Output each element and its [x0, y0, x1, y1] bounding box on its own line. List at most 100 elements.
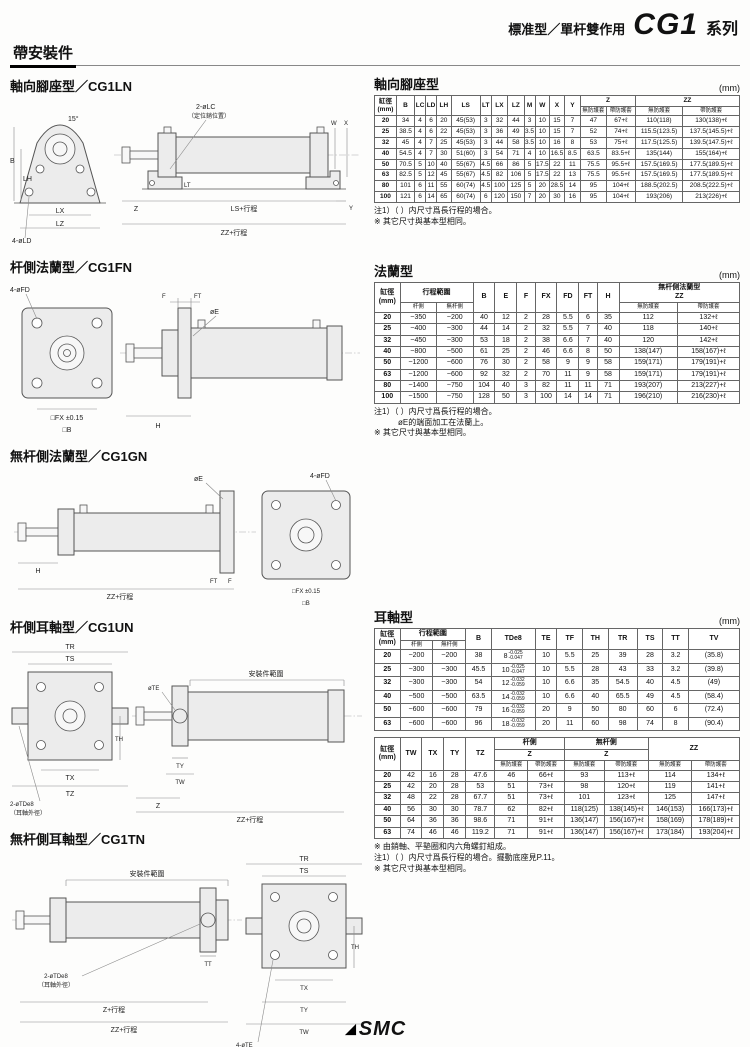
value-cell: 33	[636, 662, 664, 678]
value-cell: 64	[399, 815, 423, 828]
table-title: 法蘭型	[374, 264, 414, 280]
value-cell: 125	[507, 180, 525, 192]
col-header: TV	[687, 628, 741, 651]
col-header: TY	[443, 737, 467, 771]
dim-label: TZ	[66, 791, 75, 798]
col-header-with-cover: 帶防護套	[682, 105, 740, 117]
col-header: LZ	[507, 94, 525, 117]
section-title: 杆側法蘭型／CG1FN	[10, 260, 133, 275]
section-cg1fn: 杆側法蘭型／CG1FN 4-øFD □FX ±0.15 □B	[10, 257, 364, 436]
dim-label: TW	[299, 1030, 309, 1036]
value-cell: 4.5	[479, 169, 492, 182]
value-cell: 63.5	[580, 147, 607, 160]
value-cell: 156(167)+ℓ	[603, 826, 649, 839]
bore-size-cell: 20	[374, 115, 397, 128]
value-cell: 177.5(189.5)+ℓ	[682, 158, 740, 171]
dim-label: øE	[210, 309, 219, 316]
mount-hole	[31, 317, 43, 329]
rod-circle	[62, 708, 78, 724]
series-suffix: 系列	[705, 21, 738, 38]
dim-label: TW	[175, 780, 185, 786]
value-cell: 60(74)	[450, 180, 481, 192]
value-cell: 28	[636, 649, 664, 664]
bore-size-cell: 25	[374, 662, 401, 678]
value-cell: 196(210)	[618, 391, 678, 404]
value-cell: 53	[580, 136, 607, 149]
cylinder-body	[175, 136, 311, 174]
col-header: Y	[563, 94, 582, 117]
note-line: ※ 由銷軸、平墊圈和内六角螺釘組成。	[374, 841, 511, 851]
col-header-head-side: 無杆側	[432, 639, 467, 651]
col-header: X	[549, 94, 565, 117]
trunnion-plate-side	[171, 685, 189, 747]
table-notes: 注1）（ ）内尺寸爲長行程的場合。 ※ 其它尺寸與基本型相同。	[374, 206, 740, 228]
flange-plate-side	[177, 307, 192, 399]
value-cell: 193(206)	[634, 190, 684, 203]
value-cell: 5.5	[556, 662, 584, 678]
leader-line	[325, 479, 337, 502]
value-cell: 3	[479, 147, 492, 160]
value-cell: 135(144)	[634, 147, 684, 160]
value-cell: 4.5	[662, 676, 689, 691]
col-header: TR	[607, 628, 638, 651]
value-cell: 28	[443, 769, 467, 783]
value-cell: 11	[556, 380, 580, 393]
value-cell: 58	[534, 357, 558, 370]
dim-label: 15°	[68, 115, 79, 123]
trunnion-pin	[245, 917, 263, 935]
value-cell: 30	[436, 147, 452, 160]
value-cell: 106	[507, 169, 525, 182]
value-cell: 120+ℓ	[603, 780, 649, 794]
value-cell: 10	[534, 136, 551, 149]
drawings-column: 軸向腳座型／CG1LN B LH 15° LX	[10, 74, 364, 1047]
value-cell: 46	[534, 345, 558, 359]
dim-label: F	[162, 294, 166, 300]
leader-line	[192, 315, 217, 337]
col-header: LD	[425, 94, 438, 117]
col-header-no-cover: 無防護套	[618, 302, 678, 313]
col-header-rod-side: 杆側	[399, 639, 434, 651]
col-header: FT	[578, 282, 598, 313]
value-cell: ~300	[399, 676, 434, 691]
value-cell: 34	[395, 115, 416, 128]
bore-size-cell: 100	[374, 190, 397, 203]
col-header: TH	[582, 628, 609, 651]
dim-label: TR	[65, 644, 74, 651]
note-line: 注1）（ ）内尺寸爲長行程的場合。	[374, 205, 497, 215]
value-cell: 140+ℓ	[676, 323, 741, 336]
value-cell: 95	[580, 190, 607, 203]
head-cap	[215, 899, 229, 941]
value-cell: 86	[507, 158, 525, 171]
value-cell: 10	[534, 676, 558, 691]
value-cell: 71	[494, 815, 529, 828]
col-group-zz: 無杆側法蘭型 ZZ	[618, 282, 740, 304]
value-cell: 8	[578, 345, 598, 359]
value-cell: 10	[534, 662, 558, 678]
value-cell: 45(53)	[450, 126, 481, 138]
value-cell: 7	[425, 147, 438, 160]
leader-line	[18, 725, 41, 802]
value-cell: 38.5	[395, 126, 416, 138]
col-header: TS	[636, 628, 664, 651]
value-cell: 28.5	[549, 180, 565, 192]
note-line: ※ 其它尺寸與基本型相同。	[374, 428, 471, 438]
bore-size-cell: 63	[374, 716, 401, 732]
value-cell: 117.5(125.5)	[634, 136, 684, 149]
value-cell: 120	[490, 190, 509, 203]
value-cell: 45	[395, 136, 416, 149]
dim-label: H	[155, 423, 160, 430]
dim-label: 2-øTDe8	[44, 974, 68, 980]
value-cell: 47.6	[465, 769, 496, 783]
value-cell: 155(164)+ℓ	[682, 147, 740, 160]
value-cell: ~300	[436, 323, 474, 336]
section-title: 無杆側耳軸型／CG1TN	[10, 832, 146, 847]
dim-label: TX	[300, 986, 308, 992]
